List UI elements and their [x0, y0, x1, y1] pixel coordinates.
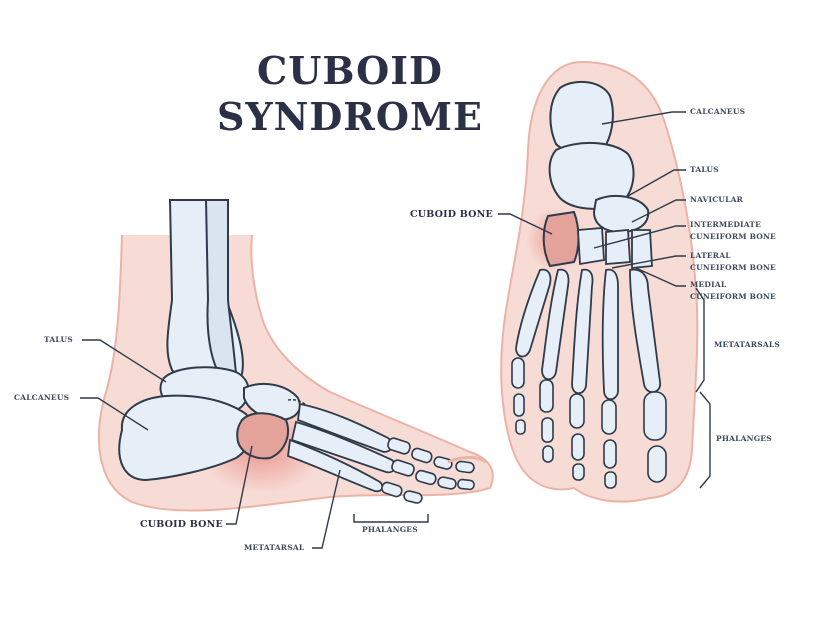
phalanges-bracket-side [353, 514, 429, 523]
label-calcaneus-top: CALCANEUS [690, 107, 746, 116]
leader-talus-side [82, 339, 167, 383]
label-talus-side: TALUS [44, 335, 73, 344]
label-lateral-cuneiform-1: LATERAL [690, 251, 731, 260]
metatarsals-top [515, 268, 661, 401]
cuboid-bone-top [542, 210, 580, 268]
top-view-foot [500, 60, 699, 503]
leader-cuboid-side [226, 445, 253, 525]
label-medial-cuneiform-2: CUNEIFORM BONE [690, 292, 776, 301]
leader-calcaneus-side [80, 397, 149, 431]
label-cuboid-bone-top: CUBOID BONE [410, 209, 493, 220]
cuboid-bone-side [236, 412, 289, 460]
navicular-bone [243, 382, 301, 422]
label-talus-top: TALUS [690, 165, 719, 174]
label-metatarsal-side: METATARSAL [244, 543, 305, 552]
leader-metatarsal-side [312, 469, 341, 549]
leader-intermediate-top [593, 225, 686, 249]
label-navicular-top: NAVICULAR [690, 195, 744, 204]
phalanges-side [381, 437, 475, 504]
side-view-foot [97, 199, 494, 512]
metatarsals-bracket-top [695, 287, 705, 393]
leader-cuboid-top [498, 213, 553, 235]
leader-medial-top [635, 267, 686, 287]
label-phalanges-side: PHALANGES [362, 525, 418, 534]
leader-lateral-top [611, 255, 686, 269]
label-medial-cuneiform-1: MEDIAL [690, 280, 727, 289]
cuneiforms-top [577, 227, 653, 269]
label-metatarsals-top: METATARSALS [714, 340, 780, 349]
label-intermediate-cuneiform-1: INTERMEDIATE [690, 220, 762, 229]
label-intermediate-cuneiform-2: CUNEIFORM BONE [690, 232, 776, 241]
leader-navicular-top [631, 199, 686, 223]
toenail [447, 456, 487, 464]
leader-talus-top [627, 169, 686, 197]
phalanges-top [511, 357, 667, 489]
diagram-title-line1: CUBOID [256, 48, 444, 93]
label-cuboid-bone-side: CUBOID BONE [140, 519, 223, 530]
phalanges-bracket-top [699, 391, 711, 489]
label-calcaneus-side: CALCANEUS [14, 393, 70, 402]
leader-calcaneus-top [601, 111, 686, 125]
navicular-top [592, 194, 650, 234]
leader-lines [80, 111, 711, 549]
label-phalanges-top: PHALANGES [716, 434, 772, 443]
diagram-title-line2: SYNDROME [217, 94, 483, 139]
label-lateral-cuneiform-2: CUNEIFORM BONE [690, 263, 776, 272]
